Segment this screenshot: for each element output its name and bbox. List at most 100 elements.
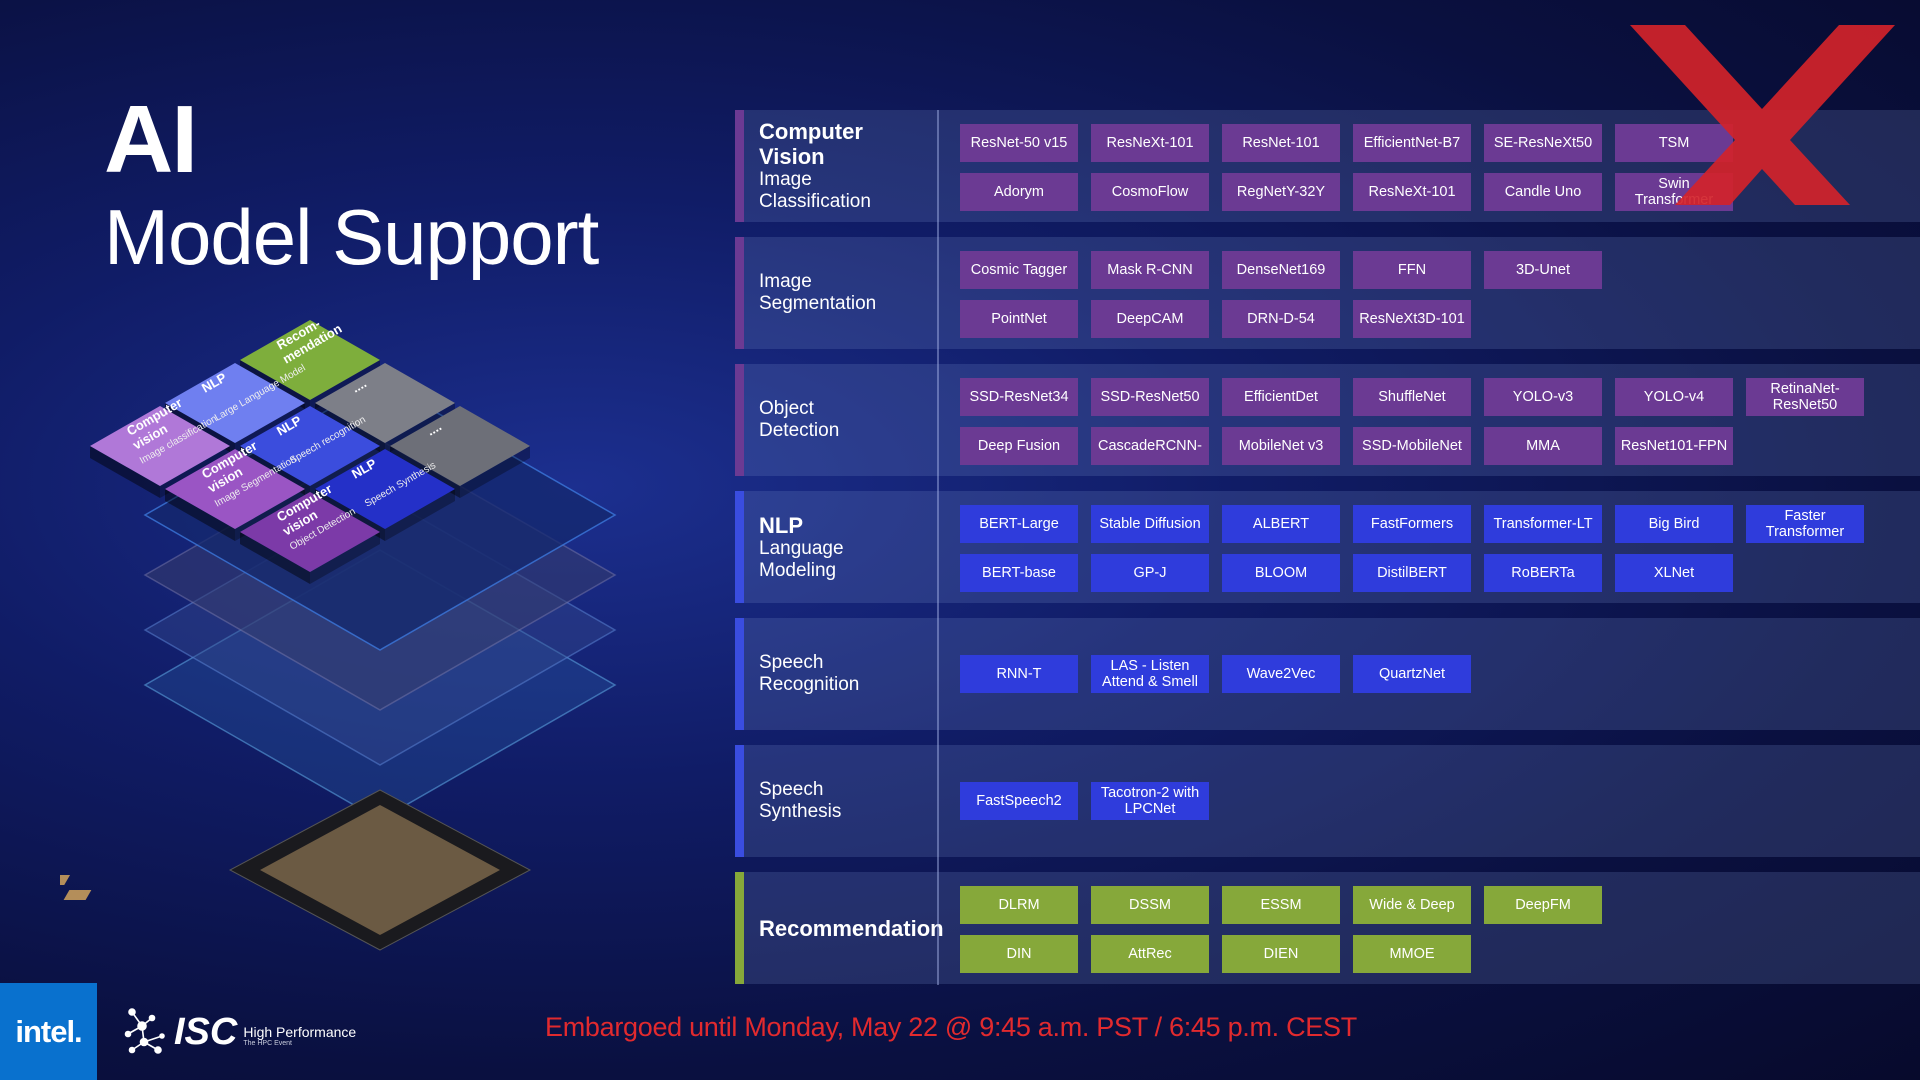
title-main: AI: [104, 86, 198, 193]
model-cell: Wide & Deep: [1353, 886, 1471, 924]
model-cell: DIN: [960, 935, 1078, 973]
model-cell: Big Bird: [1615, 505, 1733, 543]
watermark-logo: [1630, 25, 1895, 205]
model-cell: Transformer-LT: [1484, 505, 1602, 543]
model-cell: CosmoFlow: [1091, 173, 1209, 211]
model-cell: AttRec: [1091, 935, 1209, 973]
model-cell: ESSM: [1222, 886, 1340, 924]
model-cell: Mask R-CNN: [1091, 251, 1209, 289]
isc-network-icon: [124, 1008, 165, 1054]
model-cell: FastSpeech2: [960, 782, 1078, 820]
title-subtitle: Model Support: [104, 193, 599, 281]
section-subcategory: Image Classification: [759, 169, 871, 212]
isc-logo: ISC High Performance The HPC Event: [122, 1002, 356, 1062]
model-cell: ResNet101-FPN: [1615, 427, 1733, 465]
model-cell: DSSM: [1091, 886, 1209, 924]
section-subcategory: Image Segmentation: [759, 271, 877, 314]
model-cell: YOLO-v3: [1484, 378, 1602, 416]
section-accent-bar: [735, 618, 744, 730]
section-speech-synthesis: Speech Synthesis FastSpeech2 Tacotron-2 wi…: [735, 745, 1920, 857]
section-category: Computer Vision: [759, 119, 863, 169]
model-cell: ResNet-101: [1222, 124, 1340, 162]
model-cell: RoBERTa: [1484, 554, 1602, 592]
model-cell: FFN: [1353, 251, 1471, 289]
section-subcategory: Speech Recognition: [759, 652, 860, 695]
model-cell: DeepFM: [1484, 886, 1602, 924]
model-cell: BERT-base: [960, 554, 1078, 592]
model-cell: TSM: [1615, 124, 1733, 162]
model-cell: SE-ResNeXt50: [1484, 124, 1602, 162]
model-cell: PointNet: [960, 300, 1078, 338]
model-cell: 3D-Unet: [1484, 251, 1602, 289]
section-label: Object Detection: [759, 364, 889, 476]
model-cell: ResNeXt-101: [1091, 124, 1209, 162]
model-cell: DeepCAM: [1091, 300, 1209, 338]
model-cell: Tacotron-2 with LPCNet: [1091, 782, 1209, 820]
model-cell: QuartzNet: [1353, 655, 1471, 693]
model-cell: XLNet: [1615, 554, 1733, 592]
section-label: Image Segmentation: [759, 237, 889, 349]
model-cell: DLRM: [960, 886, 1078, 924]
model-cell: FastFormers: [1353, 505, 1471, 543]
slide-title: AI Model Support: [104, 86, 599, 282]
section-speech-recognition: Speech Recognition RNN-T LAS - Listen Atte…: [735, 618, 1920, 730]
section-object-detection: Object Detection SSD-ResNet34 SSD-ResNet50…: [735, 364, 1920, 476]
model-cell: MMA: [1484, 427, 1602, 465]
model-cell: RegNetY-32Y: [1222, 173, 1340, 211]
section-subcategory: Object Detection: [759, 398, 840, 441]
column-divider: [937, 110, 939, 985]
svg-text:....: ....: [349, 375, 369, 395]
section-label: Recommendation: [759, 872, 944, 984]
embargo-notice: Embargoed until Monday, May 22 @ 9:45 a.…: [545, 1012, 1357, 1042]
model-cell: BLOOM: [1222, 554, 1340, 592]
section-accent-bar: [735, 872, 744, 984]
model-cell: SSD-MobileNet: [1353, 427, 1471, 465]
model-cell: MMOE: [1353, 935, 1471, 973]
section-accent-bar: [735, 491, 744, 603]
model-cell: MobileNet v3: [1222, 427, 1340, 465]
model-cell: RNN-T: [960, 655, 1078, 693]
model-cell: EfficientDet: [1222, 378, 1340, 416]
section-accent-bar: [735, 364, 744, 476]
model-cell: DistilBERT: [1353, 554, 1471, 592]
isc-logo-name: ISC: [174, 1010, 238, 1053]
model-cell: YOLO-v4: [1615, 378, 1733, 416]
intel-logo: intel.: [0, 983, 97, 1080]
model-cell: DenseNet169: [1222, 251, 1340, 289]
model-cell: ShuffleNet: [1353, 378, 1471, 416]
model-cell: Stable Diffusion: [1091, 505, 1209, 543]
section-subcategory: Speech Synthesis: [759, 779, 842, 822]
isc-event: The HPC Event: [243, 1039, 292, 1047]
section-accent-bar: [735, 745, 744, 857]
isc-tagline: High Performance: [243, 1023, 357, 1040]
section-label: Speech Recognition: [759, 618, 889, 730]
model-cell: LAS - Listen Attend & Smell: [1091, 655, 1209, 693]
section-accent-bar: [735, 110, 744, 222]
model-cell: ALBERT: [1222, 505, 1340, 543]
model-cell: DIEN: [1222, 935, 1340, 973]
model-cell: BERT-Large: [960, 505, 1078, 543]
section-recommendation: Recommendation DLRM DSSM ESSM Wide & Deep Dee…: [735, 872, 1920, 984]
model-cell: Wave2Vec: [1222, 655, 1340, 693]
model-cell: Adorym: [960, 173, 1078, 211]
section-category: NLP: [759, 512, 803, 538]
model-cell: DRN-D-54: [1222, 300, 1340, 338]
section-accent-bar: [735, 237, 744, 349]
model-cell: EfficientNet-B7: [1353, 124, 1471, 162]
section-subcategory: Language Modeling: [759, 537, 844, 581]
intel-logo-text: intel.: [15, 1013, 82, 1049]
model-cell: SSD-ResNet50: [1091, 378, 1209, 416]
model-cell: Deep Fusion: [960, 427, 1078, 465]
section-category: Recommendation: [759, 915, 944, 941]
model-cell: SSD-ResNet34: [960, 378, 1078, 416]
model-cell: ResNeXt3D-101: [1353, 300, 1471, 338]
model-cell: CascadeRCNN-: [1091, 427, 1209, 465]
processor-chip-icon: [60, 789, 532, 951]
